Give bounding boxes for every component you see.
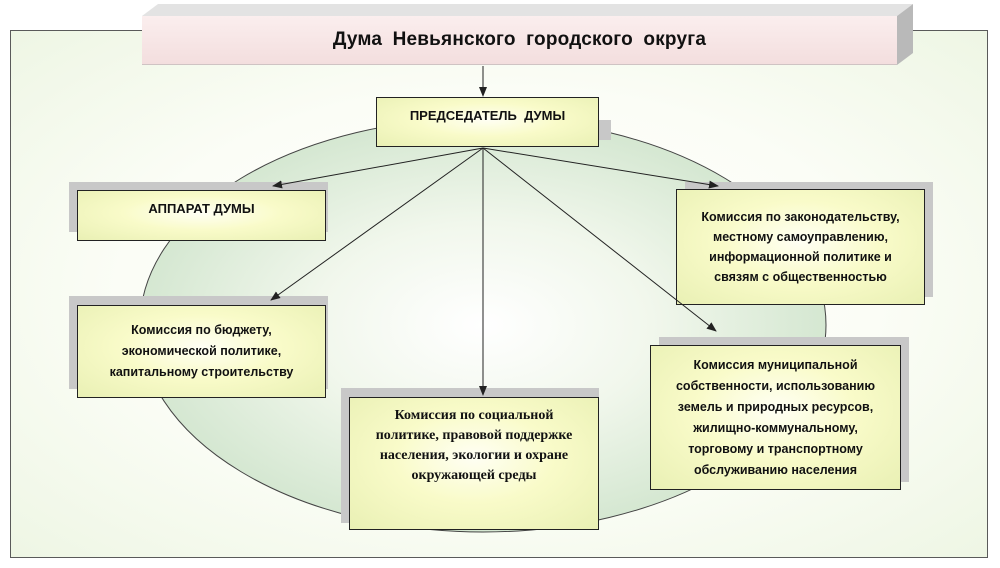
municipal-line-1: Комиссия муниципальной [693,357,858,372]
title-banner-depth [142,4,913,65]
budget-commission-box: Комиссия по бюджету, экономической полит… [77,305,326,398]
budget-line-3: капитальному строительству [109,365,294,379]
arrow-chairman-to-budget [270,147,484,301]
municipal-commission-box: Комиссия муниципальной собственности, ис… [650,345,901,490]
budget-line-2: экономической политике, [121,344,282,358]
title-banner: Дума Невьянского городского округа [142,16,897,65]
budget-line-1: Комиссия по бюджету, [131,323,272,337]
municipal-line-5: торговому и транспортному [688,441,863,456]
apparatus-box: АППАРАТ ДУМЫ [77,190,326,241]
legislation-line-1: Комиссия по законодательству, [701,210,900,224]
arrow-chairman-to-apparatus [272,147,484,189]
municipal-line-4: жилищно-коммунальному, [693,420,858,435]
social-line-1: Комиссия по социальной [394,408,554,423]
social-line-2: политике, правовой поддержке [375,428,573,443]
arrow-chairman-to-legislation [482,147,719,189]
social-line-4: окружающей среды [411,468,537,483]
municipal-line-6: обслуживанию населения [693,462,858,477]
chairman-label: ПРЕДСЕДАТЕЛЬ ДУМЫ [409,108,566,123]
apparatus-label: АППАРАТ ДУМЫ [148,201,255,216]
municipal-line-2: собственности, использованию [675,378,876,393]
legislation-commission-box: Комиссия по законодательству, местному с… [676,189,925,305]
social-line-3: населения, экологии и охране [379,448,569,463]
municipal-line-3: земель и природных ресурсов, [677,399,874,414]
page-title: Дума Невьянского городского округа [332,29,707,50]
arrow-chairman-to-municipal [482,147,717,332]
social-commission-box: Комиссия по социальной политике, правово… [349,397,599,530]
chairman-box: ПРЕДСЕДАТЕЛЬ ДУМЫ [376,97,599,147]
legislation-line-3: информационной политике и [709,250,892,264]
legislation-line-2: местному самоуправлению, [713,230,888,244]
legislation-line-4: связям с общественностью [714,270,887,284]
